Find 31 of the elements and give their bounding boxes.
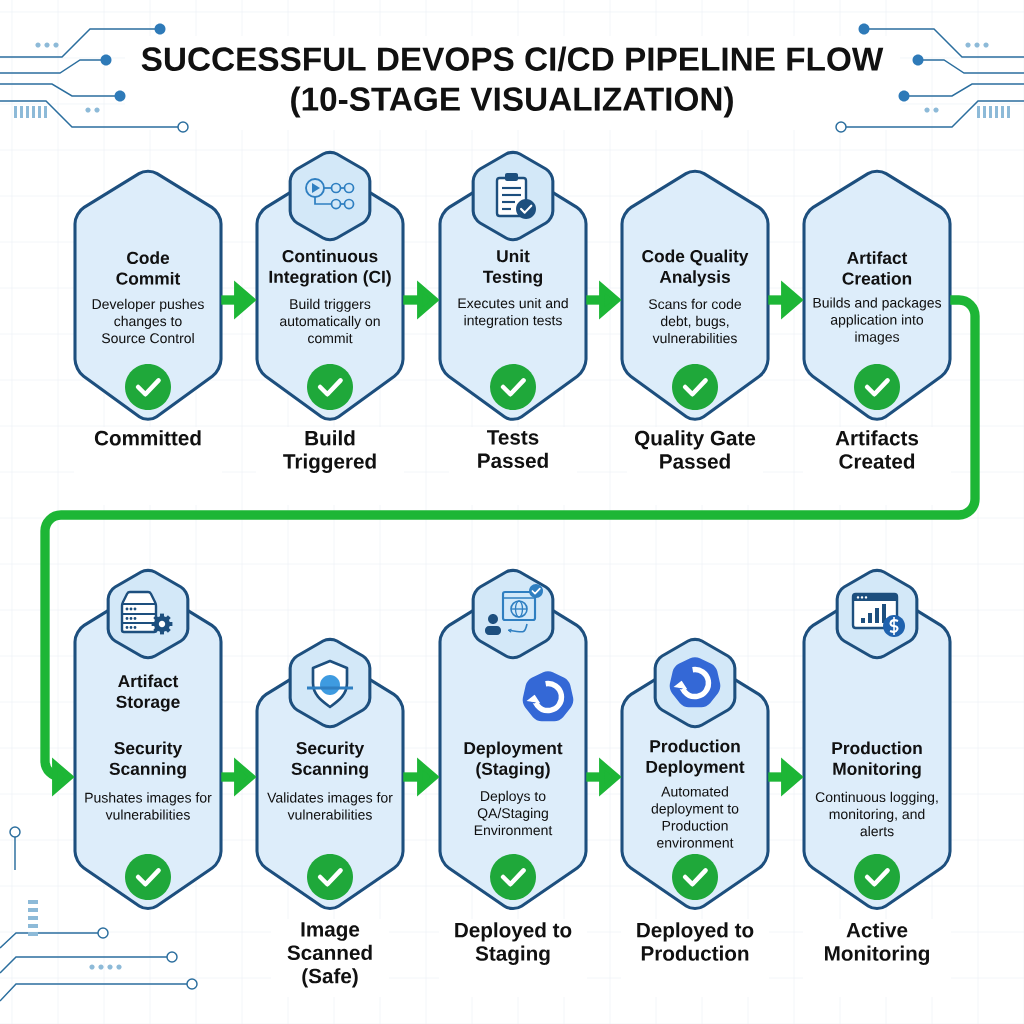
stage-title: Code Commit [116, 251, 181, 285]
stage-title: Unit Testing [483, 249, 543, 287]
status-label: Tests Passed [478, 430, 548, 469]
status-label: Artifacts Created [835, 430, 919, 469]
status-label: Quality Gate Passed [635, 430, 756, 469]
stage-title: Security Scanning [109, 741, 186, 779]
stage-description: Scans for code debt, bugs, vulnerabilities [648, 298, 742, 344]
stage-title: Production Deployment [646, 739, 745, 777]
stage-title: Artifact Storage [116, 674, 180, 712]
stage-title: Security Scanning [291, 741, 368, 779]
stage-description: Build triggers automatically on commit [280, 298, 380, 344]
status-label: Deployed to Staging [455, 922, 572, 965]
stage-title: Artifact Creation [842, 251, 912, 285]
stage-title: Continuous Integration (CI) [269, 249, 391, 287]
stage-description: Pushates images for vulnerabilities [85, 792, 212, 820]
status-label: Image Scanned (Safe) [287, 922, 372, 988]
stage-title: Production Monitoring [832, 741, 922, 779]
status-label: Build Triggered [283, 430, 376, 473]
stage-description: Validates images for vulnerabilities [267, 792, 393, 820]
stage-description: Builds and packages application into images [813, 297, 942, 345]
stage-description: Executes unit and integration tests [458, 297, 568, 329]
status-label: Active Monitoring [825, 922, 929, 965]
stage-description: Automated deployment to Production environment [651, 786, 739, 848]
stage-title: Code Quality Analysis [642, 249, 749, 287]
stage-description: Deploys to QA/Staging Environment [474, 790, 553, 836]
status-label: Deployed to Production [637, 922, 754, 961]
stage-description: Continuous logging, monitoring, and alerts [815, 791, 938, 837]
title: SUCCESSFUL DEVOPS CI/CD PIPELINE FLOW (10-STAGE VISUALIZATION) [141, 46, 884, 118]
stage-description: Developer pushes changes to Source Control [92, 298, 204, 344]
stage-title: Deployment (Staging) [464, 741, 563, 779]
status-label: Committed [94, 430, 201, 446]
